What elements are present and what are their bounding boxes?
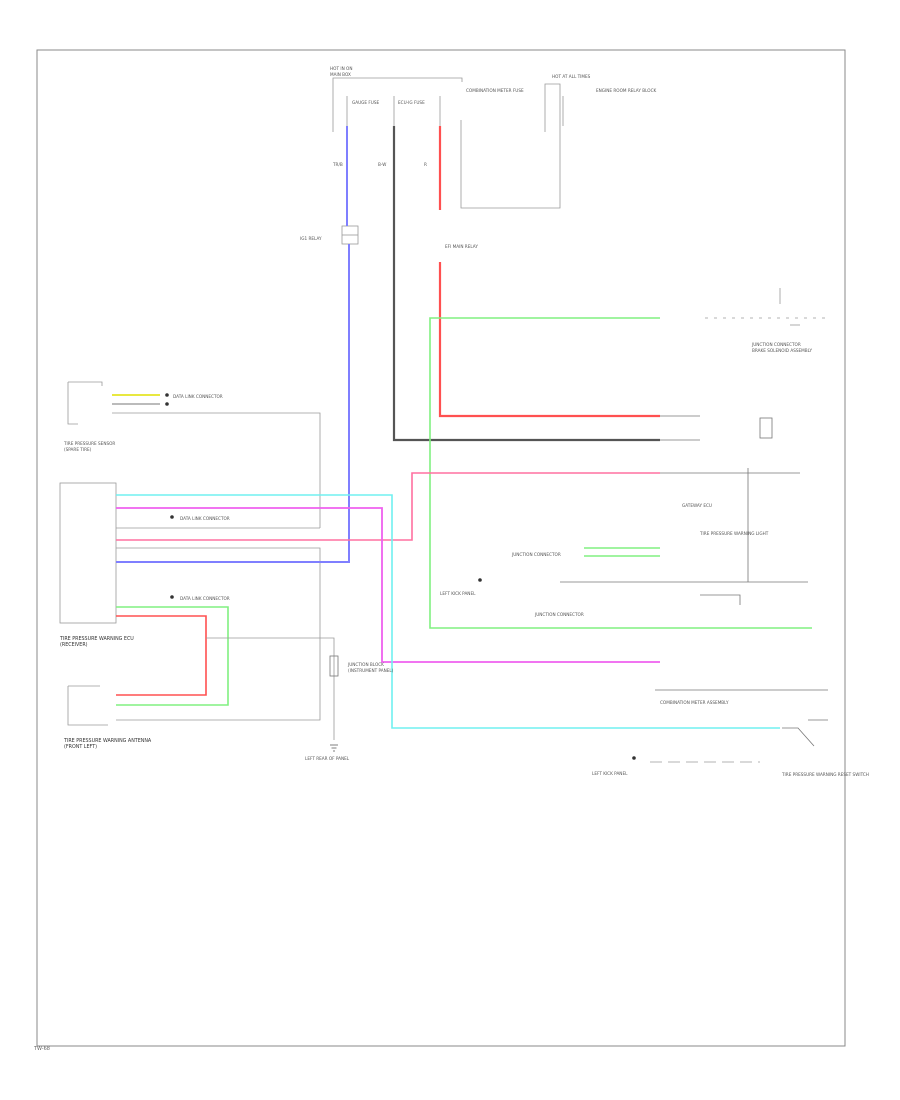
page-code: TW-68 <box>34 1046 50 1052</box>
antenna-sub: (FRONT LEFT) <box>64 744 97 750</box>
switch-right-label: TIRE PRESSURE WARNING RESET SWITCH <box>781 772 869 777</box>
wire-ground <box>206 637 335 740</box>
fuse-box-top-label: HOT IN ON <box>330 66 352 71</box>
wire-blue-main <box>116 126 350 563</box>
data-link-3-label: DATA LINK CONNECTOR <box>180 596 230 601</box>
antenna-box <box>67 685 108 726</box>
gateway-label: GATEWAY ECU <box>682 503 712 508</box>
junction-mid2-label: JUNCTION CONNECTOR <box>534 612 584 617</box>
lamp-label: TIRE PRESSURE WARNING LIGHT <box>699 531 769 536</box>
junction-mid-label: JUNCTION CONNECTOR <box>511 552 561 557</box>
efi-relay-label: EFI MAIN RELAY <box>445 244 478 249</box>
combination-meter-label: COMBINATION METER ASSEMBLY <box>660 700 729 705</box>
jb-left-label: JUNCTION BLOCK <box>347 662 384 667</box>
wire-r1-label: R <box>424 162 427 167</box>
data-link-1-label: DATA LINK CONNECTOR <box>173 394 223 399</box>
sensor-left-top-sub: (SPARE TIRE) <box>64 447 92 452</box>
antenna-label: TIRE PRESSURE WARNING ANTENNA <box>63 738 152 744</box>
ig1-relay <box>341 225 359 245</box>
sensor-left-top-label: TIRE PRESSURE SENSOR <box>63 441 115 446</box>
wire-red-antenna <box>116 615 207 696</box>
wire-black-main <box>392 126 660 442</box>
jc-right-top-sub: BRAKE SOLENOID ASSEMBLY <box>752 348 812 353</box>
fuse-box-top-sub: MAIN BOX <box>330 72 351 77</box>
connector-dot <box>170 515 174 519</box>
fuse-d-label: HOT AT ALL TIMES <box>552 74 591 79</box>
ig1-relay-label: IG1 RELAY <box>300 236 322 241</box>
ground-1-label: LEFT REAR OF PANEL <box>305 756 350 761</box>
wire-green-antenna <box>116 606 229 706</box>
wire-red-main <box>438 126 660 418</box>
fuse-d-sub: ENGINE ROOM RELAY BLOCK <box>596 88 657 93</box>
ecu-main-sub: (RECEIVER) <box>60 642 88 648</box>
data-link-2-label: DATA LINK CONNECTOR <box>180 516 230 521</box>
reset-switch <box>782 719 828 747</box>
junction-block-mini <box>329 655 339 677</box>
ground-2-label: LEFT KICK PANEL <box>592 771 628 776</box>
ground-symbol <box>330 744 338 752</box>
fuse-a-label: GAUGE FUSE <box>352 100 380 105</box>
jc-right-top-label: JUNCTION CONNECTOR <box>751 342 801 347</box>
fuse-c-label: COMBINATION METER FUSE <box>466 88 524 93</box>
connector-dot <box>165 393 169 397</box>
ground-3-label: LEFT KICK PANEL <box>440 591 476 596</box>
jb-left-sub: (INSTRUMENT PANEL) <box>348 668 394 673</box>
wire-pink-main <box>116 472 660 541</box>
wire-b1-label: B-W <box>378 162 386 167</box>
fuse-box-top <box>332 77 564 209</box>
wire-black-2 <box>112 412 321 528</box>
connector-dot <box>165 402 169 406</box>
connector-dot <box>632 756 636 760</box>
wire-cyan-main <box>116 494 780 729</box>
fuse-b-label: ECU-IG FUSE <box>398 100 425 105</box>
wire-tr1-label: TR/B <box>332 162 343 167</box>
ecu-main-label: TIRE PRESSURE WARNING ECU <box>59 636 134 642</box>
connector-dot <box>478 578 482 582</box>
spare-tire-sensor <box>67 381 103 425</box>
wire-magenta-main <box>116 507 660 663</box>
right-side-wiring <box>560 415 808 605</box>
ecu-main-box <box>59 482 321 721</box>
connector-dot <box>170 595 174 599</box>
brake-solenoid <box>705 288 830 326</box>
diagram-frame <box>36 49 846 1047</box>
